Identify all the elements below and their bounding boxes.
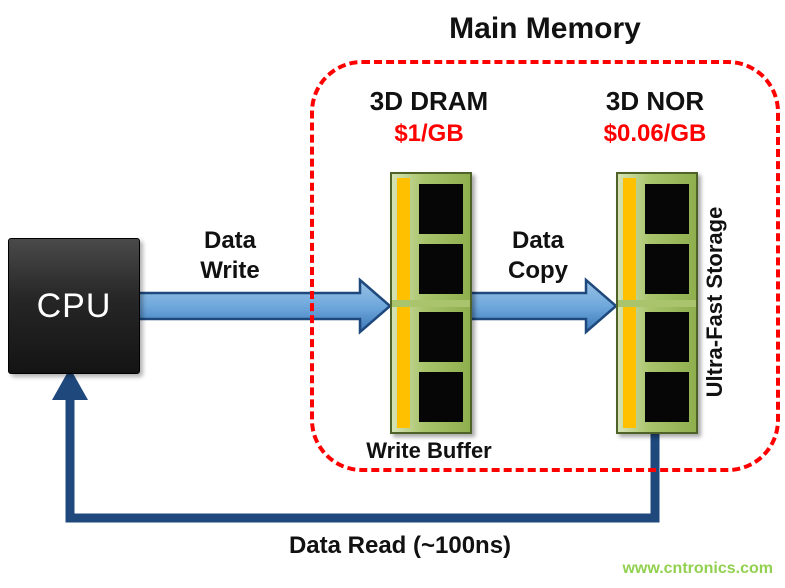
memory-module-icon — [616, 172, 698, 434]
memory-cell — [645, 312, 689, 362]
cpu-block: CPU — [8, 238, 140, 374]
nor-label: 3D NOR — [605, 86, 705, 116]
dram-label: 3D DRAM — [369, 86, 489, 116]
dram-price: $1/GB — [394, 120, 464, 147]
write-buffer-caption: Write Buffer — [366, 438, 492, 463]
data-write-label: Data Write — [160, 226, 300, 286]
main-memory-boundary — [310, 60, 780, 472]
module-divider — [618, 300, 696, 307]
memory-cell — [419, 184, 463, 234]
ultra-fast-storage-caption: Ultra-Fast Storage — [702, 206, 727, 398]
data-read-label: Data Read (~100ns) — [288, 532, 512, 559]
memory-cell — [645, 244, 689, 294]
data-copy-line2: Copy — [508, 257, 568, 284]
cpu-label: CPU — [36, 286, 112, 325]
data-write-line1: Data — [203, 227, 257, 254]
page-title: Main Memory — [449, 12, 641, 45]
memory-cell — [419, 244, 463, 294]
memory-cell — [419, 312, 463, 362]
nor-price: $0.06/GB — [603, 120, 707, 147]
memory-cell — [645, 372, 689, 422]
memory-module-icon — [390, 172, 472, 434]
memory-cell — [645, 184, 689, 234]
module-divider — [392, 300, 470, 307]
data-copy-line1: Data — [511, 227, 565, 254]
data-write-line2: Write — [200, 257, 260, 284]
data-copy-label: Data Copy — [468, 226, 608, 286]
watermark: www.cntronics.com — [622, 560, 773, 577]
memory-cell — [419, 372, 463, 422]
